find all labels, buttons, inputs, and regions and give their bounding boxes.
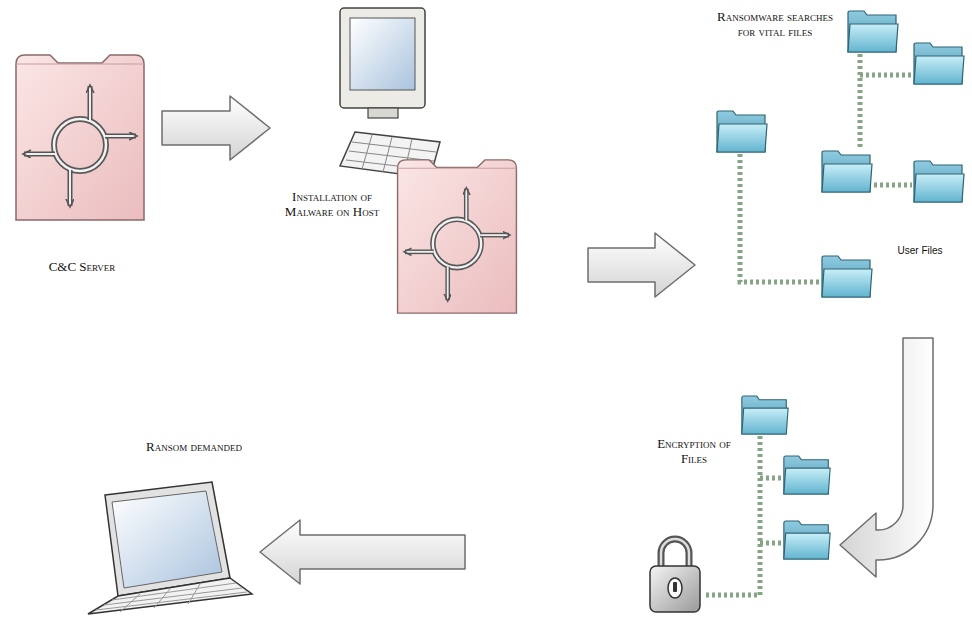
host-computer [340, 8, 440, 178]
step-label: Ransom demanded [140, 440, 248, 455]
diagram-node: C&C Server [8, 48, 156, 292]
encrypted-folders [742, 396, 830, 559]
user-folders [717, 11, 964, 297]
server-icon [16, 55, 144, 220]
diagram-node: Ransom demanded [78, 438, 254, 618]
block-arrow [260, 520, 465, 584]
block-arrow [588, 233, 695, 297]
laptop [88, 482, 252, 614]
tree-lines [740, 54, 912, 282]
block-arrow [840, 338, 933, 577]
step-label: C&C Server [8, 260, 156, 275]
step-label: Ransomware searches for vital files [711, 10, 839, 40]
lock-icon [650, 539, 700, 612]
tree-lines [705, 436, 782, 595]
malware-icon [398, 160, 517, 313]
diagram-node: Ransomware searches for vital filesUser … [705, 4, 968, 332]
step-label: Encryption of Files [646, 437, 742, 467]
folder-label: User Files [880, 245, 960, 257]
step-label: Installation of Malware on Host [276, 190, 388, 220]
block-arrow [162, 96, 270, 160]
diagram-node: Installation of Malware on Host [276, 5, 526, 335]
diagram-node: Encryption of Files [640, 385, 836, 617]
